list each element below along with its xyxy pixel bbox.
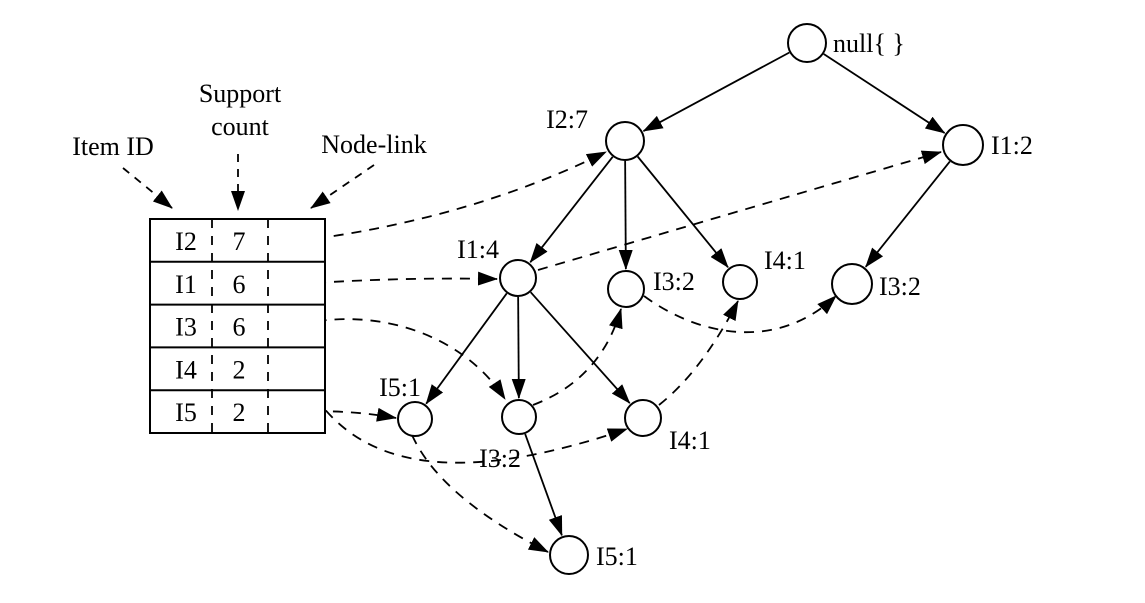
table-label-arrows-layer [122, 154, 375, 211]
tree-edge-root-to-i1-2 [823, 53, 946, 134]
tree-node-label-i1-4: I1:4 [457, 235, 499, 264]
tree-node-i3-2-right [831, 263, 873, 305]
table-cell-support-count: 6 [233, 270, 246, 299]
tree-node-i2-7 [605, 121, 645, 161]
table-column-label-node-link: Node-link [321, 130, 426, 159]
table-cell-item-id: I4 [175, 355, 197, 384]
node-links-layer [296, 150, 942, 553]
table-column-label-support-count: Support [199, 79, 282, 108]
tree-node-i1-4 [499, 259, 537, 297]
node-link-link-i2-header-to-i2-7 [297, 151, 607, 242]
tree-node-label-i1-2: I1:2 [991, 131, 1033, 160]
tree-node-i4-1-top [722, 264, 758, 300]
tree-node-i1-2 [942, 124, 984, 166]
tree-node-label-i2-7: I2:7 [546, 105, 588, 134]
tree-node-i5-1-bot [549, 535, 589, 575]
label-arrow-item-id [122, 167, 173, 209]
table-cell-support-count: 2 [233, 355, 246, 384]
node-link-link-i4-header-to-i4-1-bot [296, 364, 628, 464]
tree-edge-i1-2-to-i3-2-right [865, 160, 951, 268]
tree-node-label-i3-2-right: I3:2 [879, 272, 921, 301]
tree-edge-i1-4-to-i4-1-bot [529, 291, 631, 404]
tree-node-root [787, 23, 827, 63]
table-cell-item-id: I5 [175, 398, 197, 427]
label-arrow-node-link [310, 164, 375, 209]
node-link-link-i3-2-low-to-i3-2-mid [532, 308, 623, 406]
tree-edge-root-to-i2-7 [642, 51, 790, 132]
table-cell-item-id: I3 [175, 313, 197, 342]
tree-edge-i1-4-to-i3-2-low [511, 296, 526, 400]
tree-edge-i3-2-low-to-i5-1-bot [524, 433, 563, 537]
tree-edges-layer [425, 51, 951, 537]
tree-edge-i1-4-to-i5-1-left [425, 292, 508, 405]
tree-node-label-i3-2-mid: I3:2 [653, 267, 695, 296]
header-table-border [149, 218, 326, 434]
tree-node-label-root: null{ } [833, 29, 905, 58]
tree-edge-i2-7-to-i3-2-mid [618, 160, 633, 271]
node-link-link-i5-1-left-to-i5-1-bot [411, 434, 549, 553]
table-cell-item-id: I1 [175, 270, 197, 299]
table-cell-support-count: 7 [233, 227, 246, 256]
tree-node-label-i3-2-low: I3:2 [479, 444, 521, 473]
node-link-link-i1-4-to-i1-2 [537, 150, 942, 271]
node-link-link-i3-header-to-i3-2-low [298, 318, 506, 400]
tree-nodes-layer [397, 23, 984, 575]
table-cell-support-count: 6 [233, 313, 246, 342]
tree-node-i5-1-left [397, 401, 433, 437]
tree-node-label-i5-1-bot: I5:1 [596, 542, 638, 571]
tree-edge-i2-7-to-i4-1-top [636, 155, 729, 269]
table-cell-item-id: I2 [175, 227, 197, 256]
table-column-label-item-id: Item ID [72, 132, 154, 161]
tree-node-label-i4-1-bot: I4:1 [669, 426, 711, 455]
tree-node-i3-2-low [501, 399, 537, 435]
node-link-link-i1-header-to-i1-4 [297, 271, 498, 286]
tree-node-label-i4-1-top: I4:1 [764, 246, 806, 275]
table-column-label-support-count: count [211, 112, 270, 141]
table-cell-support-count: 2 [233, 398, 246, 427]
tree-node-i3-2-mid [607, 270, 645, 308]
node-link-link-i4-1-bot-to-i4-1-top [658, 300, 739, 406]
tree-node-i4-1-bot [624, 399, 662, 437]
tree-node-label-i5-1-left: I5:1 [379, 373, 421, 402]
node-link-link-i3-2-mid-to-i3-2-right [643, 295, 837, 333]
tree-edge-i2-7-to-i1-4 [529, 156, 614, 264]
